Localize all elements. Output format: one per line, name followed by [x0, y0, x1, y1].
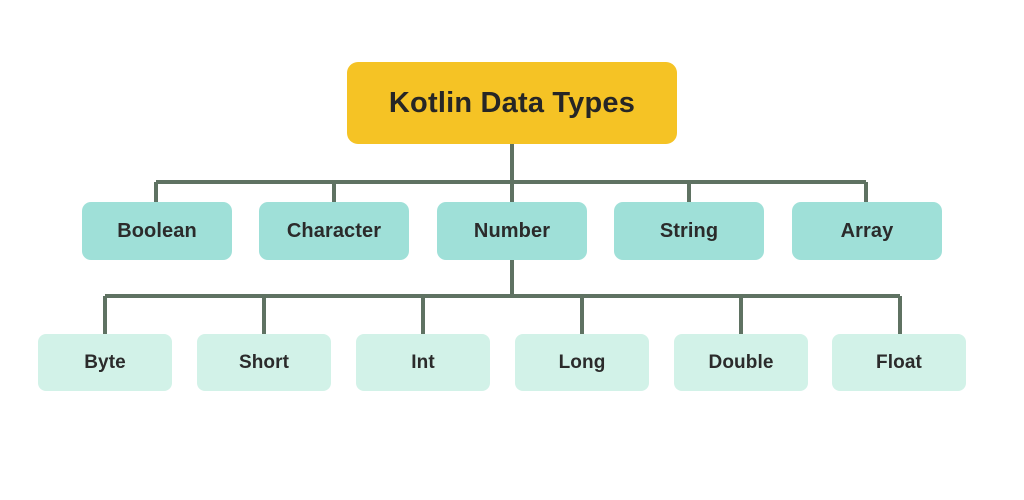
node-double-label: Double: [708, 352, 774, 373]
node-string[interactable]: String: [614, 202, 764, 260]
node-boolean[interactable]: Boolean: [82, 202, 232, 260]
node-array-label: Array: [840, 220, 894, 242]
node-int[interactable]: Int: [356, 334, 490, 391]
node-number-label: Number: [473, 220, 551, 242]
node-array[interactable]: Array: [792, 202, 942, 260]
node-character-label: Character: [286, 220, 382, 242]
node-long[interactable]: Long: [515, 334, 649, 391]
node-long-label: Long: [558, 352, 606, 373]
node-short[interactable]: Short: [197, 334, 331, 391]
node-int-label: Int: [411, 352, 435, 373]
node-root-kotlin-data-types[interactable]: Kotlin Data Types: [347, 62, 677, 144]
node-string-label: String: [659, 220, 719, 242]
node-float-label: Float: [876, 352, 922, 373]
node-byte[interactable]: Byte: [38, 334, 172, 391]
node-float[interactable]: Float: [832, 334, 966, 391]
node-short-label: Short: [238, 352, 290, 373]
node-double[interactable]: Double: [674, 334, 808, 391]
node-root-label: Kotlin Data Types: [388, 86, 636, 119]
node-number[interactable]: Number: [437, 202, 587, 260]
node-character[interactable]: Character: [259, 202, 409, 260]
node-byte-label: Byte: [84, 352, 126, 373]
node-boolean-label: Boolean: [117, 220, 197, 242]
